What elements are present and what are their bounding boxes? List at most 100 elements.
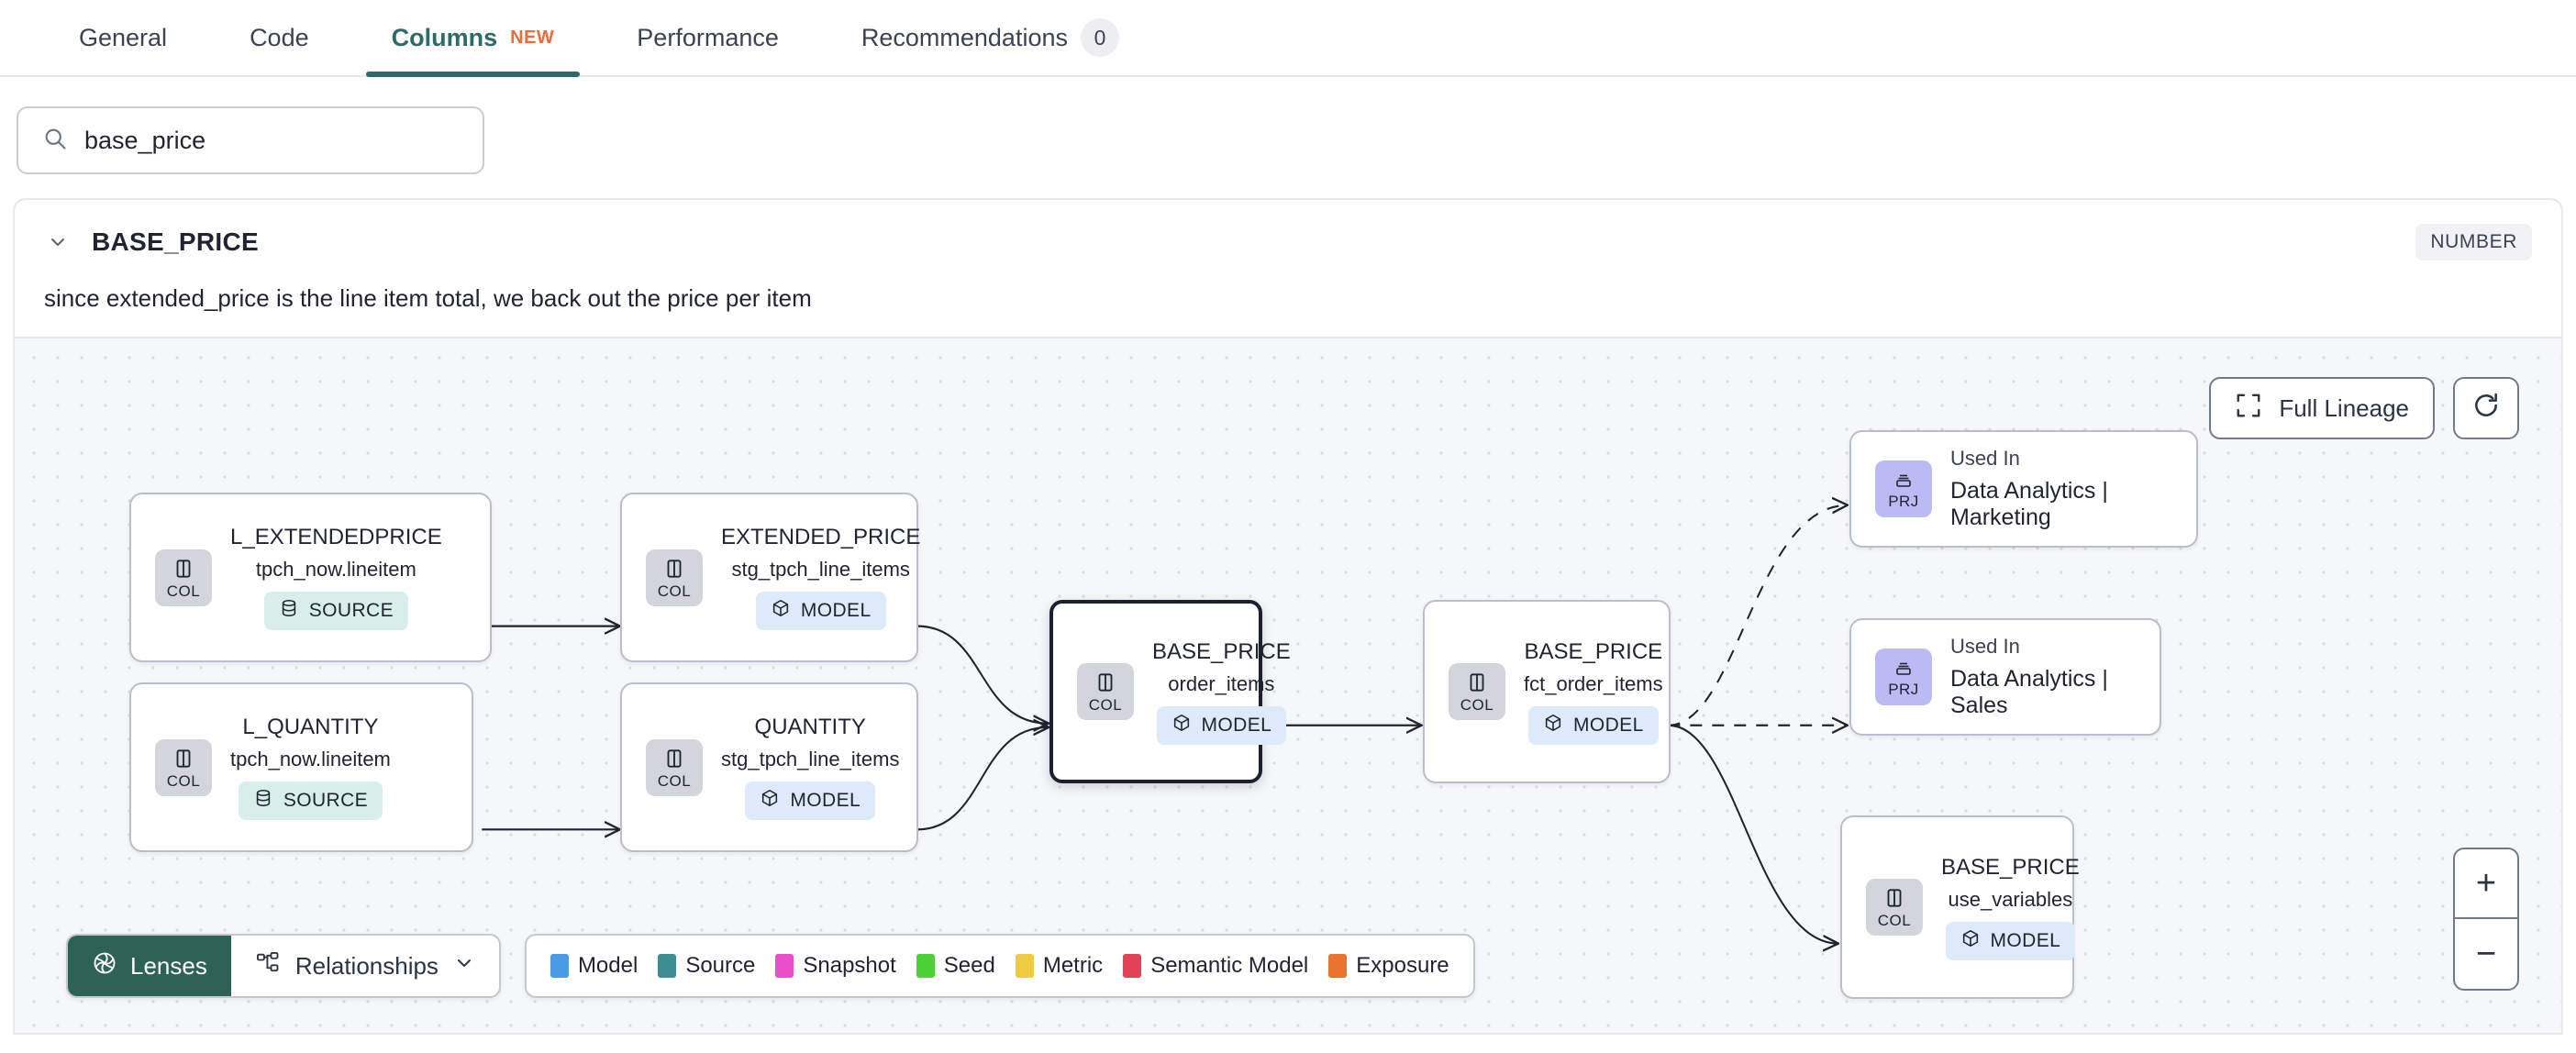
expand-icon bbox=[2235, 392, 2262, 426]
tab-columns-label: Columns bbox=[391, 24, 498, 51]
lineage-node-prj-marketing[interactable]: PRJ Used In Data Analytics | Marketing bbox=[1849, 430, 2198, 548]
edge-fct-to-prj-marketing bbox=[1668, 505, 1847, 726]
node-kind-label: MODEL bbox=[1201, 714, 1272, 736]
full-lineage-label: Full Lineage bbox=[2279, 393, 2409, 422]
col-badge-label: COL bbox=[1877, 912, 1912, 929]
zoom-out-button[interactable]: − bbox=[2475, 934, 2497, 973]
tab-performance[interactable]: Performance bbox=[611, 0, 805, 75]
zoom-controls: + − bbox=[2453, 848, 2519, 991]
refresh-icon bbox=[2471, 391, 2501, 427]
node-kind-label: SOURCE bbox=[308, 600, 394, 621]
col-badge-icon: COL bbox=[1077, 663, 1134, 720]
col-badge-icon: COL bbox=[155, 738, 212, 796]
lenses-button[interactable]: Lenses bbox=[68, 936, 231, 996]
col-badge-icon: COL bbox=[1449, 663, 1505, 720]
cube-icon bbox=[1960, 928, 1981, 954]
edge-extprice-to-baseprice bbox=[916, 625, 1049, 724]
canvas-bottom-bar: Lenses Relationships Model bbox=[66, 934, 1475, 998]
chevron-down-icon[interactable] bbox=[44, 228, 72, 256]
edge-qty-to-baseprice bbox=[916, 727, 1049, 831]
lineage-node-l-quantity[interactable]: COL L_QUANTITY tpch_now.lineitem SOURCE bbox=[129, 682, 473, 852]
recommendations-count-badge: 0 bbox=[1081, 18, 1119, 57]
col-badge-icon: COL bbox=[646, 738, 703, 796]
node-kind-pill: SOURCE bbox=[238, 781, 383, 820]
lenses-label: Lenses bbox=[130, 951, 207, 980]
legend-label-model: Model bbox=[577, 953, 638, 978]
relationships-dropdown[interactable]: Relationships bbox=[231, 936, 499, 996]
legend-label-seed: Seed bbox=[943, 953, 995, 978]
legend-label-source: Source bbox=[685, 953, 756, 978]
node-body: BASE_PRICE order_items MODEL bbox=[1152, 639, 1291, 745]
cube-icon bbox=[1171, 713, 1192, 738]
used-in-label: Used In bbox=[1950, 635, 2020, 658]
node-subtitle: use_variables bbox=[1948, 887, 2073, 911]
legend-item-metric: Metric bbox=[1015, 953, 1103, 979]
node-kind-pill: MODEL bbox=[755, 592, 886, 630]
col-badge-label: COL bbox=[1088, 696, 1123, 714]
column-title-row: BASE_PRICE NUMBER bbox=[44, 224, 2532, 260]
node-title: BASE_PRICE bbox=[1152, 638, 1291, 664]
legend-swatch-source bbox=[658, 954, 677, 978]
column-type-badge: NUMBER bbox=[2415, 224, 2532, 260]
zoom-in-button[interactable]: + bbox=[2455, 849, 2517, 919]
node-body: BASE_PRICE fct_order_items MODEL bbox=[1524, 639, 1663, 745]
cube-icon bbox=[760, 788, 780, 814]
used-in-value: Data Analytics | Marketing bbox=[1950, 478, 2108, 530]
node-title: L_QUANTITY bbox=[242, 715, 379, 739]
col-badge-label: COL bbox=[1460, 696, 1494, 714]
legend-label-exposure: Exposure bbox=[1356, 953, 1449, 978]
node-kind-pill: MODEL bbox=[745, 781, 876, 820]
legend-swatch-snapshot bbox=[775, 954, 794, 978]
node-title: EXTENDED_PRICE bbox=[721, 525, 921, 549]
used-in-label: Used In bbox=[1950, 447, 2020, 470]
tab-code[interactable]: Code bbox=[224, 0, 335, 75]
node-kind-label: MODEL bbox=[1990, 929, 2061, 951]
lineage-node-prj-sales[interactable]: PRJ Used In Data Analytics | Sales bbox=[1849, 618, 2161, 736]
lineage-node-base-price-order-items[interactable]: COL BASE_PRICE order_items MODEL bbox=[1049, 600, 1291, 783]
tab-recommendations[interactable]: Recommendations 0 bbox=[836, 0, 1145, 75]
col-badge-icon: COL bbox=[155, 549, 212, 606]
canvas-top-controls: Full Lineage bbox=[2209, 377, 2519, 439]
prj-badge-label: PRJ bbox=[1888, 493, 1919, 510]
lineage-node-l-extendedprice[interactable]: COL L_EXTENDEDPRICE tpch_now.lineitem SO… bbox=[129, 493, 492, 662]
used-in-value: Data Analytics | Sales bbox=[1950, 666, 2108, 718]
column-detail-panel: BASE_PRICE NUMBER since extended_price i… bbox=[13, 198, 2563, 1035]
node-subtitle: stg_tpch_line_items bbox=[721, 748, 900, 770]
node-title: QUANTITY bbox=[754, 715, 866, 739]
node-title: BASE_PRICE bbox=[1524, 638, 1663, 664]
node-body: BASE_PRICE use_variables MODEL bbox=[1941, 855, 2080, 960]
prj-badge-label: PRJ bbox=[1888, 681, 1919, 698]
lineage-node-base-price-use-variables[interactable]: COL BASE_PRICE use_variables MODEL bbox=[1840, 815, 2080, 999]
tab-columns[interactable]: Columns NEW bbox=[365, 0, 581, 77]
search-area bbox=[0, 77, 2576, 198]
prj-badge-icon: PRJ bbox=[1875, 648, 1932, 705]
node-body: EXTENDED_PRICE stg_tpch_line_items MODEL bbox=[721, 525, 920, 630]
full-lineage-button[interactable]: Full Lineage bbox=[2209, 377, 2435, 439]
node-kind-pill: MODEL bbox=[1945, 921, 2076, 960]
node-kind-label: SOURCE bbox=[283, 790, 369, 811]
search-icon bbox=[42, 126, 68, 156]
legend-item-seed: Seed bbox=[916, 953, 995, 979]
col-badge-label: COL bbox=[657, 771, 692, 790]
tab-bar: General Code Columns NEW Performance Rec… bbox=[0, 0, 2576, 77]
tab-code-label: Code bbox=[250, 24, 309, 51]
tab-general[interactable]: General bbox=[53, 0, 193, 75]
node-body: Used In Data Analytics | Sales bbox=[1950, 635, 2136, 719]
col-badge-label: COL bbox=[166, 771, 201, 790]
refresh-button[interactable] bbox=[2453, 377, 2519, 439]
node-kind-pill: MODEL bbox=[1156, 705, 1287, 745]
cube-icon bbox=[1543, 713, 1563, 738]
legend-swatch-semantic-model bbox=[1123, 954, 1142, 978]
lineage-node-extended-price[interactable]: COL EXTENDED_PRICE stg_tpch_line_items M… bbox=[620, 493, 920, 662]
search-box[interactable] bbox=[17, 106, 484, 174]
col-badge-label: COL bbox=[657, 582, 692, 600]
search-input[interactable] bbox=[84, 126, 459, 155]
database-icon bbox=[253, 788, 273, 814]
legend-item-source: Source bbox=[658, 953, 755, 979]
node-type-legend: Model Source Snapshot Seed Metric bbox=[524, 934, 1475, 998]
lineage-node-quantity[interactable]: COL QUANTITY stg_tpch_line_items MODEL bbox=[620, 682, 918, 852]
lineage-canvas[interactable]: Full Lineage + − COL L_EXTENDEDPRICE bbox=[15, 337, 2561, 1033]
node-title: BASE_PRICE bbox=[1941, 854, 2080, 880]
hierarchy-icon bbox=[255, 950, 281, 982]
lineage-node-base-price-fct-order-items[interactable]: COL BASE_PRICE fct_order_items MODEL bbox=[1423, 600, 1671, 783]
